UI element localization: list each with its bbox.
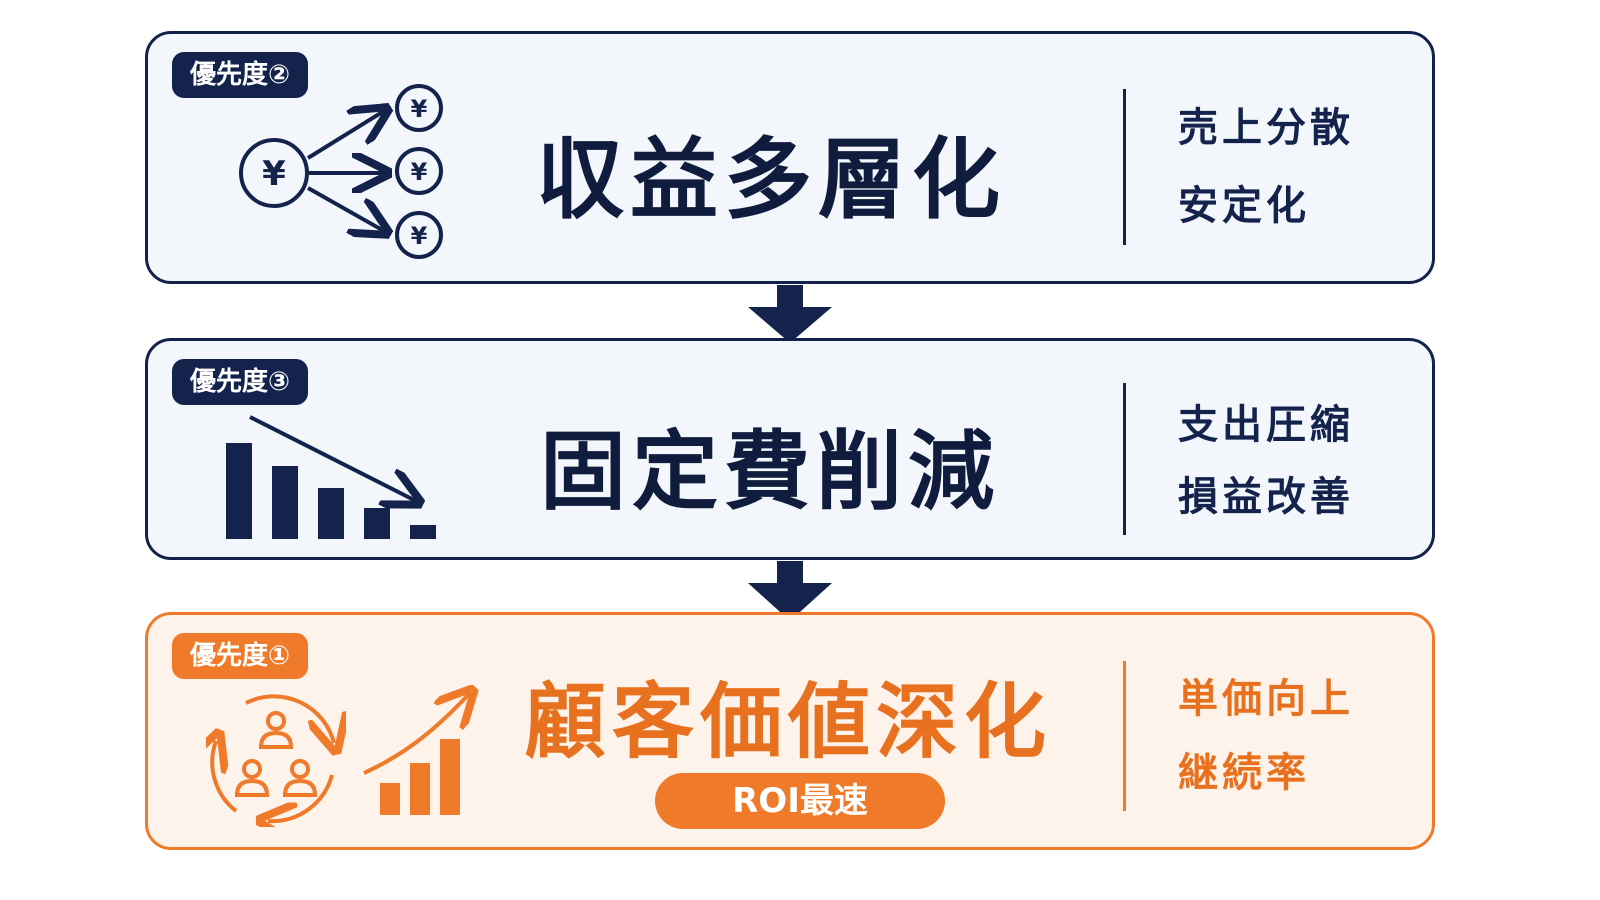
point-2: 損益改善 — [1178, 474, 1354, 520]
declining-bars-icon — [226, 415, 436, 539]
down-arrow-icon — [748, 285, 832, 343]
customer-cycle-icon — [206, 694, 346, 827]
divider — [1123, 661, 1126, 811]
point-1: 単価向上 — [1178, 676, 1354, 722]
priority-badge: 優先度③ — [172, 359, 309, 405]
point-1: 売上分散 — [1178, 105, 1354, 151]
growth-chart-icon — [363, 685, 483, 815]
svg-text:¥: ¥ — [411, 158, 428, 186]
card-title: 固定費削減 — [540, 422, 1000, 522]
divider — [1123, 89, 1126, 245]
card-fixed-cost-reduction: 優先度③ 固定費削減 支出圧縮 損益改善 — [145, 338, 1435, 560]
point-2: 安定化 — [1178, 183, 1310, 229]
point-2: 継続率 — [1178, 750, 1310, 796]
priority-badge: 優先度① — [172, 633, 309, 679]
svg-text:¥: ¥ — [411, 222, 428, 250]
card-title: 顧客価値深化 — [524, 675, 1053, 770]
yen-diversification-icon: ¥ ¥ ¥ ¥ — [239, 84, 443, 259]
roi-pill: ROI最速 — [655, 773, 945, 829]
card-revenue-diversification: 優先度② ¥ ¥ ¥ ¥ 収益多層化 売上分散 安定化 — [145, 31, 1435, 284]
divider — [1123, 383, 1126, 535]
card-customer-value-deepening: 優先度① 顧客価値深化 ROI最速 単価向上 継続率 — [145, 612, 1435, 850]
card-title: 収益多層化 — [536, 128, 1007, 231]
svg-text:¥: ¥ — [411, 95, 428, 123]
point-1: 支出圧縮 — [1178, 402, 1354, 448]
priority-badge: 優先度② — [172, 52, 309, 98]
svg-text:¥: ¥ — [262, 154, 286, 194]
down-arrow-icon — [748, 561, 832, 621]
